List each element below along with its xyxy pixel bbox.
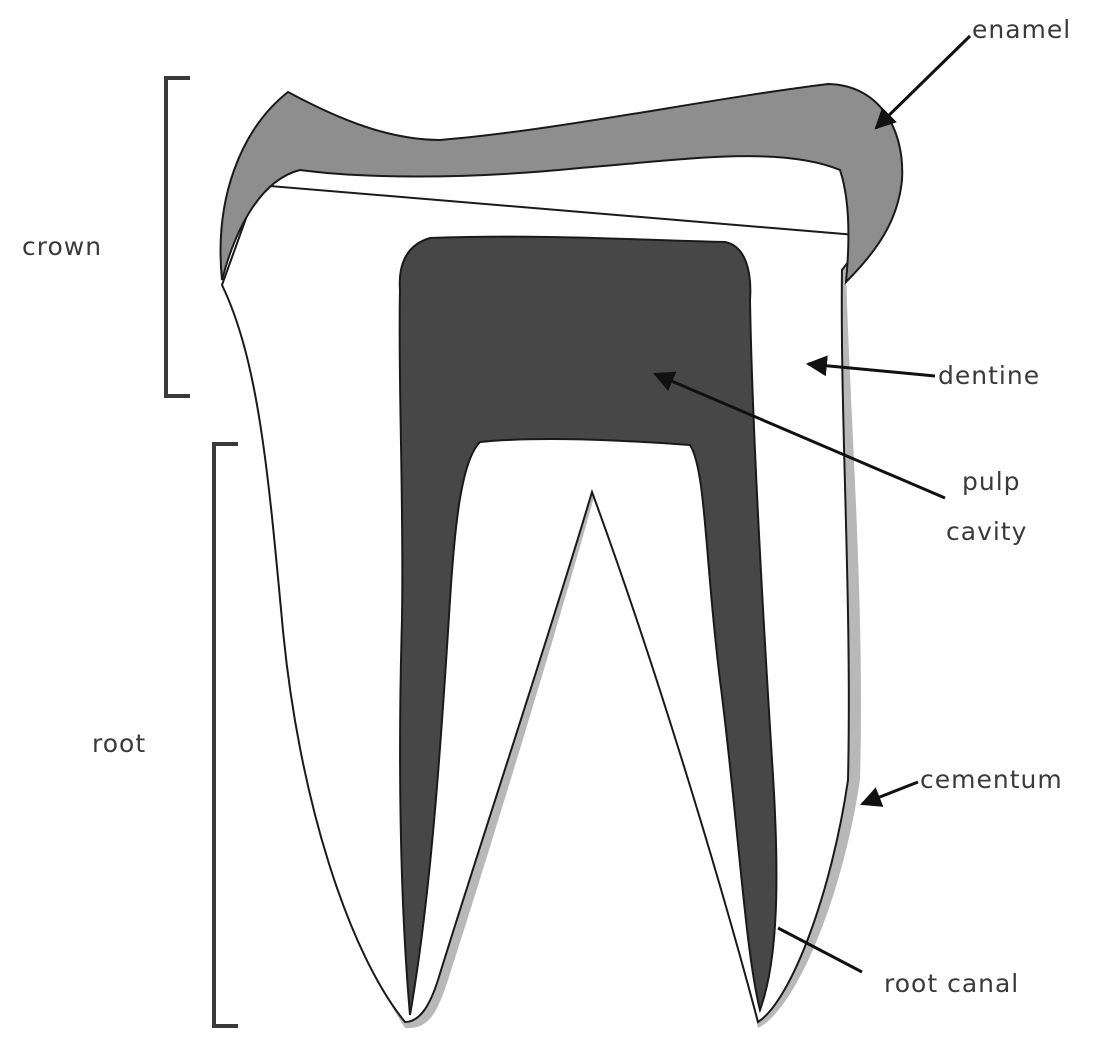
cementum-leader-line — [862, 782, 918, 804]
root-bracket — [214, 444, 238, 1026]
crown-bracket — [166, 78, 190, 396]
label-crown: crown — [22, 232, 102, 261]
label-root-canal: root canal — [884, 969, 1019, 998]
enamel-leader-line — [876, 36, 970, 128]
label-root: root — [92, 729, 146, 758]
label-pulp-line1: pulp — [962, 467, 1021, 496]
label-enamel: enamel — [972, 15, 1071, 44]
label-pulp-line2: cavity — [946, 517, 1027, 546]
label-cementum: cementum — [920, 765, 1063, 794]
label-dentine: dentine — [938, 361, 1040, 390]
